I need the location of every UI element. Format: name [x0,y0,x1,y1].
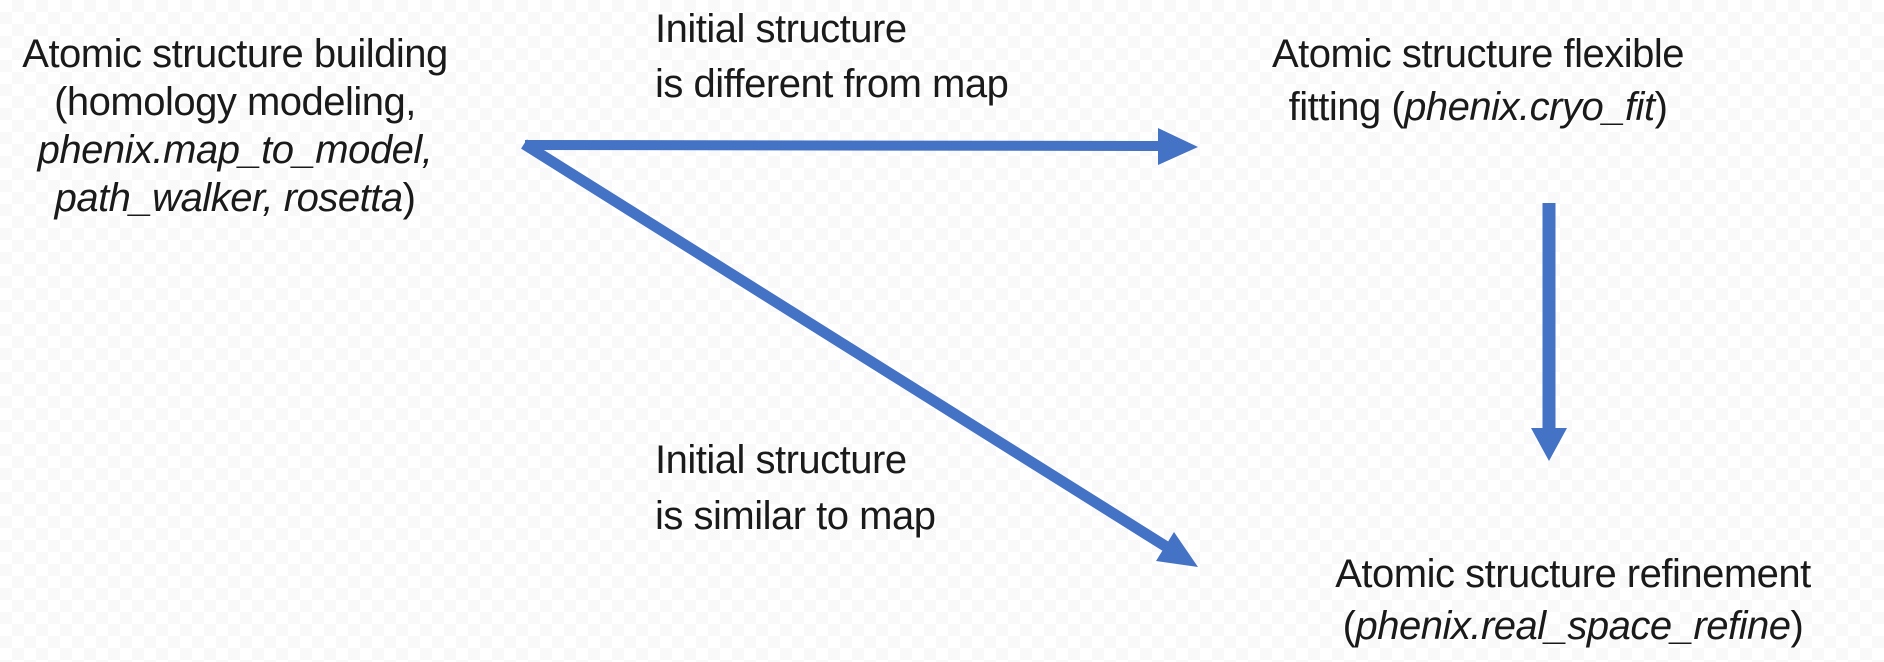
edge-label-different-line2: is different from map [655,62,1009,106]
node-building-line4-close-paren: ) [402,176,416,220]
arrow-building-to-fitting-shaft [524,140,1162,151]
edge-label-similar-to-map: Initial structure is similar to map [655,432,936,544]
node-fitting-line1: Atomic structure flexible [1271,32,1685,76]
edge-label-similar-line2: is similar to map [655,494,936,538]
node-atomic-structure-flexible-fitting: Atomic structure flexible fitting (pheni… [1228,28,1728,134]
edge-label-similar-line1: Initial structure [655,438,907,482]
node-building-line4: path_walker, rosetta) [0,174,480,222]
node-building-line1: Atomic structure building [22,32,448,76]
arrow-fitting-to-refinement-head [1531,428,1567,461]
node-building-line4-programs: path_walker, rosetta [54,176,404,220]
node-atomic-structure-refinement: Atomic structure refinement (phenix.real… [1263,548,1883,652]
arrow-fitting-to-refinement [1531,203,1567,461]
edge-label-different-from-map: Initial structure is different from map [655,2,1009,112]
node-refinement-line1: Atomic structure refinement [1335,552,1811,596]
node-fitting-line2-close-paren: ) [1654,85,1668,129]
node-refinement-line2: (phenix.real_space_refine) [1263,600,1883,652]
node-atomic-structure-building: Atomic structure building (homology mode… [0,30,480,222]
node-refinement-line2-close-paren: ) [1790,604,1804,648]
arrow-building-to-fitting [524,128,1198,165]
edge-label-different-line1: Initial structure [655,7,907,51]
node-refinement-line2-program: phenix.real_space_refine [1355,604,1791,648]
node-building-line3: phenix.map_to_model, [37,128,433,172]
node-fitting-line2-pre: fitting ( [1288,85,1405,129]
node-building-line2: (homology modeling, [54,80,416,124]
node-fitting-line2: fitting (phenix.cryo_fit) [1228,81,1728,134]
arrow-building-to-refinement-head [1156,532,1198,567]
arrow-building-to-fitting-head [1158,128,1198,165]
node-refinement-line2-pre: ( [1342,604,1356,648]
node-fitting-line2-program: phenix.cryo_fit [1404,85,1655,129]
arrow-building-to-refinement-shaft [521,139,1173,554]
arrow-building-to-refinement [521,139,1198,567]
